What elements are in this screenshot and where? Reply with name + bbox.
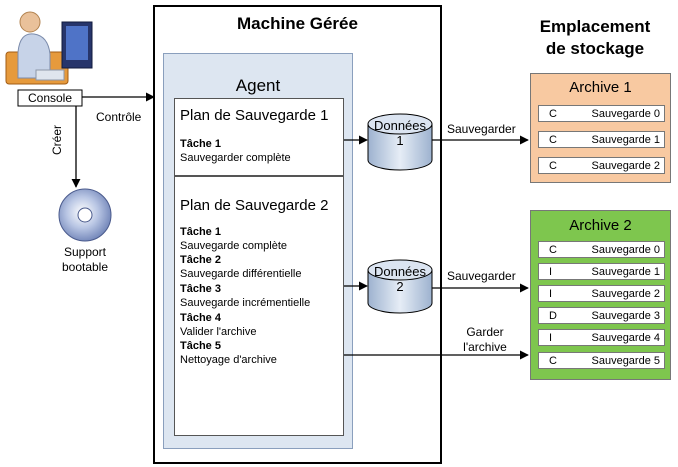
backup-name: Sauvegarde 4 (591, 332, 661, 344)
plan2-task-4-name: Tâche 4 (180, 312, 221, 324)
backup-name: Sauvegarde 1 (591, 134, 661, 146)
keep-archive-line1: Garder (466, 325, 504, 339)
archive-2-backup: D Sauvegarde 3 (538, 307, 665, 324)
backup-type: D (549, 310, 557, 322)
plan1-task-1-name: Tâche 1 (180, 138, 221, 150)
archive-2-backup: I Sauvegarde 2 (538, 285, 665, 302)
plan1-task-1-desc: Sauvegarder complète (180, 152, 291, 164)
data-2-label: Données 2 (368, 264, 432, 294)
data-2-cylinder (367, 259, 433, 314)
bootable-media-label: Support bootable (50, 245, 120, 275)
backup-plan-1 (174, 98, 344, 176)
data-1-line1: Données (373, 118, 427, 133)
archive-2-backup: I Sauvegarde 4 (538, 329, 665, 346)
archive-2-backup: C Sauvegarde 0 (538, 241, 665, 258)
bootable-line1: Support (63, 245, 107, 259)
create-label: Créer (50, 124, 64, 155)
backup-name: Sauvegarde 5 (591, 355, 661, 367)
plan2-task-1-desc: Sauvegarde complète (180, 240, 288, 252)
plan2-task-2-name: Tâche 2 (180, 254, 221, 266)
managed-machine-title: Machine Gérée (237, 14, 358, 33)
backup-plan-1-title: Plan de Sauvegarde 1 (180, 107, 329, 124)
backup-name: Sauvegarde 1 (591, 266, 661, 278)
archive-2-backup: I Sauvegarde 1 (538, 263, 665, 280)
console-label-box (17, 89, 83, 107)
backup-1-label: Sauvegarder (447, 122, 516, 136)
data-1-label: Données 1 (368, 118, 432, 148)
backup-name: Sauvegarde 2 (591, 160, 661, 172)
backup-plan-2-title: Plan de Sauvegarde 2 (180, 197, 329, 214)
backup-type: I (549, 266, 553, 278)
archive-1-backup: C Sauvegarde 1 (538, 131, 665, 148)
data-1-line2: 1 (396, 133, 404, 148)
plan2-task-5-name: Tâche 5 (180, 340, 221, 352)
backup-2-label: Sauvegarder (447, 269, 516, 283)
plan2-task-5-desc: Nettoyage d'archive (180, 354, 277, 366)
plan2-task-4-desc: Valider l'archive (180, 326, 257, 338)
backup-name: Sauvegarde 0 (591, 108, 661, 120)
archive-1-backup: C Sauvegarde 0 (538, 105, 665, 122)
backup-plan-2 (174, 176, 344, 436)
plan2-task-3-name: Tâche 3 (180, 283, 221, 295)
archive-2-title: Archive 2 (569, 217, 632, 234)
agent-title: Agent (235, 76, 281, 95)
control-label: Contrôle (96, 110, 142, 124)
storage-location-title: Emplacement de stockage (520, 16, 670, 60)
backup-type: C (549, 108, 557, 120)
backup-type: C (549, 244, 557, 256)
plan2-task-2-desc: Sauvegarde différentielle (180, 268, 302, 280)
keep-archive-line2: l'archive (463, 340, 507, 354)
backup-name: Sauvegarde 2 (591, 288, 661, 300)
data-2-line1: Données (373, 264, 427, 279)
backup-type: I (549, 288, 553, 300)
plan2-task-1-name: Tâche 1 (180, 226, 221, 238)
storage-line1: Emplacement (539, 17, 651, 36)
keep-archive-label: Garder l'archive (455, 325, 515, 355)
console-user-icon (5, 11, 93, 85)
backup-type: C (549, 160, 557, 172)
backup-type: I (549, 332, 553, 344)
data-1-cylinder (367, 113, 433, 171)
backup-name: Sauvegarde 0 (591, 244, 661, 256)
backup-type: C (549, 355, 557, 367)
archive-1-title: Archive 1 (569, 79, 632, 96)
console-label: Console (27, 91, 73, 105)
data-2-line2: 2 (396, 279, 404, 294)
archive-2-backup: C Sauvegarde 5 (538, 352, 665, 369)
backup-name: Sauvegarde 3 (591, 310, 661, 322)
bootable-line2: bootable (61, 260, 109, 274)
archive-1-backup: C Sauvegarde 2 (538, 157, 665, 174)
plan2-task-3-desc: Sauvegarde incrémentielle (180, 297, 311, 309)
bootable-disc-icon (58, 188, 112, 242)
storage-line2: de stockage (545, 39, 645, 58)
backup-type: C (549, 134, 557, 146)
